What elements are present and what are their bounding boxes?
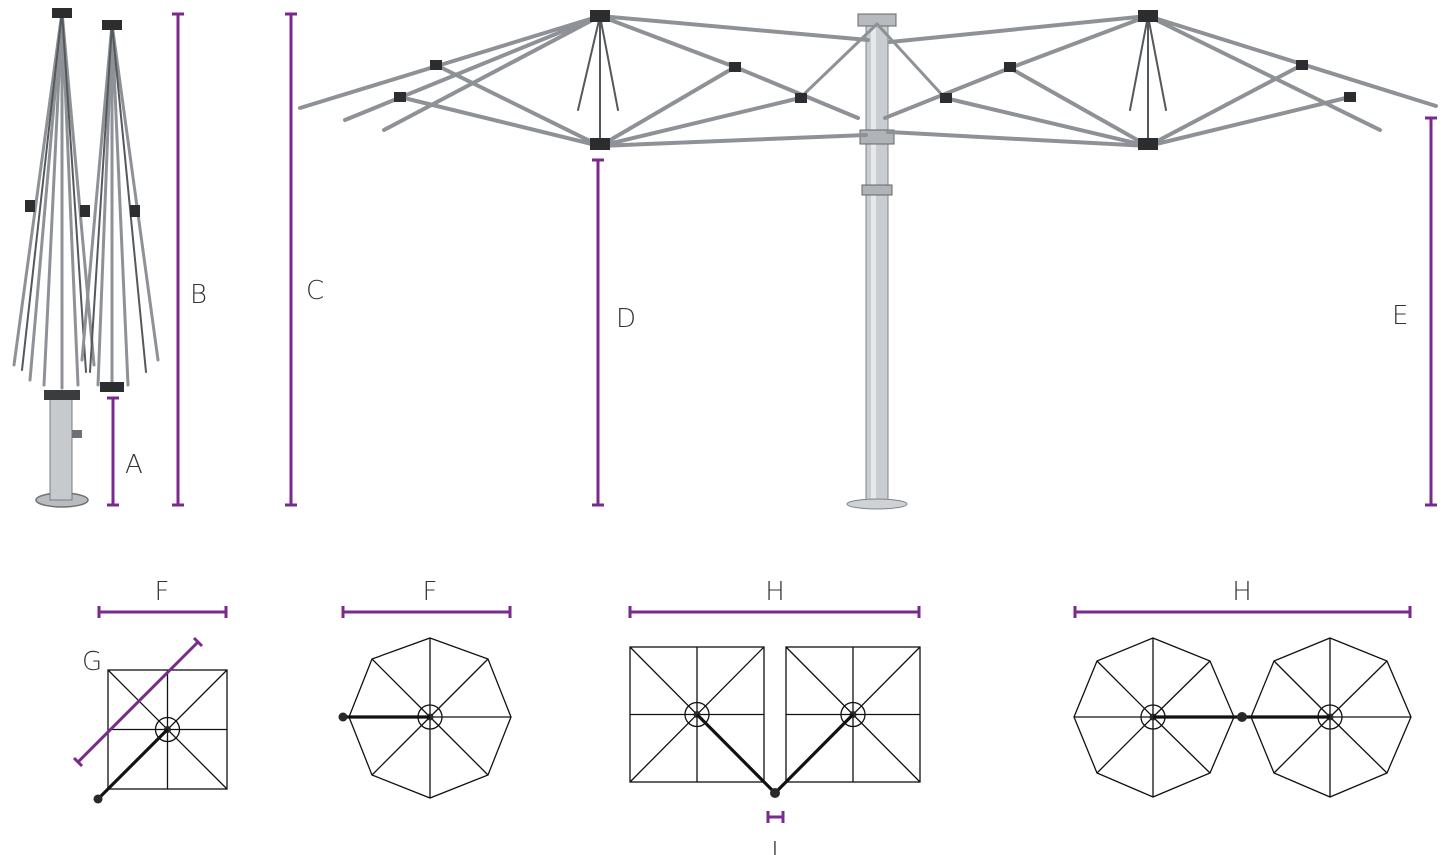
- open-double-umbrella: [298, 10, 1438, 510]
- dimension-b: B: [172, 12, 207, 507]
- label-c: C: [306, 276, 324, 306]
- dimension-c: C: [285, 12, 324, 507]
- label-f-2: F: [423, 577, 438, 607]
- plan-square-double: H I: [628, 577, 921, 855]
- label-h-2: H: [1232, 577, 1252, 607]
- dimension-e: E: [1392, 116, 1437, 507]
- dimension-d: D: [592, 158, 636, 507]
- plan-square-single: F G: [72, 577, 228, 804]
- label-i: I: [771, 837, 779, 855]
- plan-octagon-double: H: [1073, 577, 1412, 798]
- label-e: E: [1392, 301, 1408, 331]
- dimension-a: A: [107, 396, 143, 507]
- folded-umbrella: [12, 8, 160, 508]
- label-h-1: H: [765, 577, 785, 607]
- plan-octagon-single: F: [338, 577, 512, 799]
- label-b: B: [190, 280, 207, 310]
- label-f-1: F: [155, 577, 170, 607]
- label-g: G: [82, 647, 102, 677]
- label-a: A: [125, 450, 143, 480]
- label-d: D: [616, 304, 636, 334]
